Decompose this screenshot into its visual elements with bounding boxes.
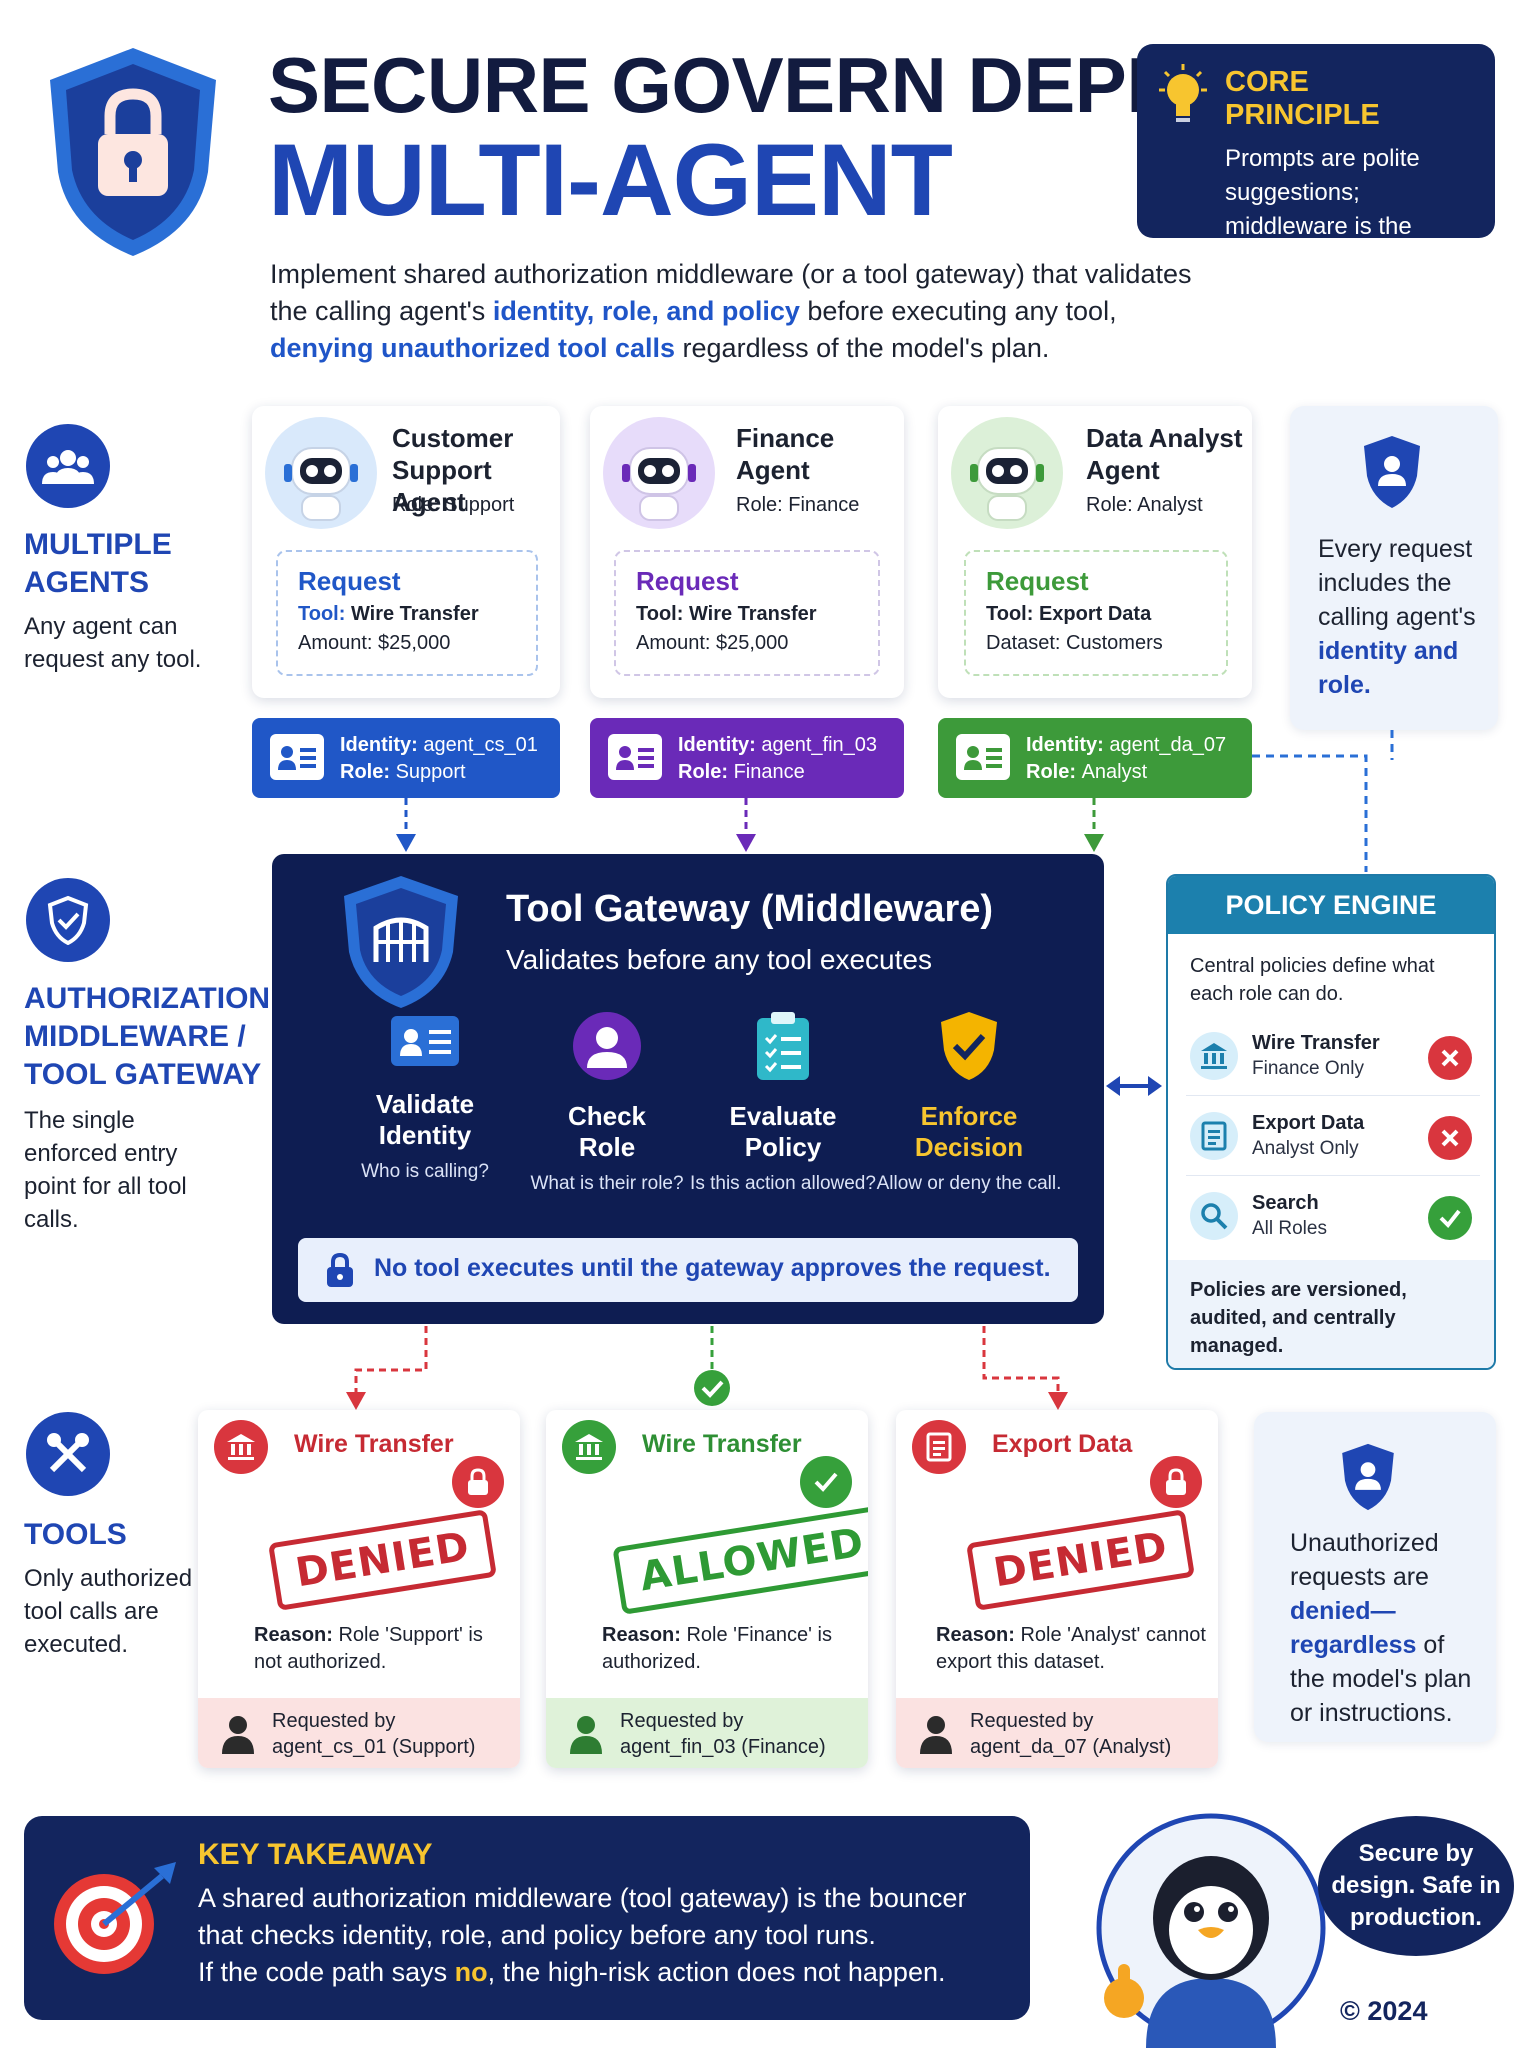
robot-avatar-icon — [948, 414, 1066, 537]
lock-icon — [324, 1252, 356, 1295]
header-shield-logo — [38, 42, 228, 262]
tool-gateway-panel: Tool Gateway (Middleware) Validates befo… — [272, 854, 1104, 1324]
robot-avatar-icon — [262, 414, 380, 537]
person-icon — [568, 1714, 604, 1754]
policy-engine-title: POLICY ENGINE — [1168, 876, 1494, 934]
bank-icon — [562, 1420, 616, 1474]
reason-text: Reason: Role 'Finance' is authorized. — [602, 1624, 832, 1673]
denied-stamp: DENIED — [268, 1509, 498, 1611]
core-principle-title: CORE PRINCIPLE — [1225, 66, 1380, 131]
user-shield-icon — [1360, 434, 1424, 515]
takeaway-title: KEY TAKEAWAY — [198, 1838, 433, 1871]
request-info-box: Every request includes the calling agent… — [1290, 406, 1498, 730]
bank-icon — [214, 1420, 268, 1474]
document-icon — [1190, 1112, 1238, 1160]
tool-card-wire-transfer-allowed: Wire Transfer ALLOWED Reason: Role 'Fina… — [546, 1410, 868, 1768]
agent-role: Role: Finance — [736, 494, 860, 516]
id-card-icon — [956, 734, 1010, 780]
penguin-mascot — [1086, 1808, 1336, 2048]
user-shield-icon — [1338, 1442, 1398, 1517]
agent-role: Role: Support — [392, 494, 515, 516]
copyright: © 2024 — [1340, 1996, 1428, 2026]
clipboard-icon — [753, 1012, 813, 1086]
deny-x-icon — [1428, 1116, 1472, 1160]
allowed-stamp: ALLOWED — [612, 1505, 868, 1615]
identity-badge-finance: Identity: agent_fin_03 Role: Finance — [590, 718, 904, 798]
group-icon — [26, 424, 110, 508]
tool-card-export-data-denied: Export Data DENIED Reason: Role 'Analyst… — [896, 1410, 1218, 1768]
agent-role: Role: Analyst — [1086, 494, 1203, 516]
title-line-1: SECURE GOVERN DEPLOY — [268, 41, 1286, 129]
tool-card-wire-transfer-denied: Wire Transfer DENIED Reason: Role 'Suppo… — [198, 1410, 520, 1768]
gateway-approval-banner: No tool executes until the gateway appro… — [298, 1238, 1078, 1302]
bank-icon — [1190, 1032, 1238, 1080]
document-icon — [912, 1420, 966, 1474]
agents-section-text: Any agent can request any tool. — [24, 613, 202, 673]
middleware-section-text: The single enforced entry point for all … — [24, 1107, 187, 1233]
requested-by: Requested by agent_cs_01 (Support) — [198, 1698, 520, 1768]
requested-by: Requested by agent_da_07 (Analyst) — [896, 1698, 1218, 1768]
reason-text: Reason: Role 'Analyst' cannot export thi… — [936, 1624, 1206, 1673]
id-card-icon — [270, 734, 324, 780]
id-card-icon — [608, 734, 662, 780]
lightbulb-icon — [1155, 62, 1211, 137]
target-icon — [50, 1860, 180, 1985]
search-icon — [1190, 1192, 1238, 1240]
robot-avatar-icon — [600, 414, 718, 537]
policy-row-wire-transfer: Wire Transfer Finance Only — [1186, 1022, 1480, 1096]
shield-check-icon — [937, 1012, 1001, 1086]
person-icon — [918, 1714, 954, 1754]
lock-icon — [1150, 1456, 1202, 1508]
lock-icon — [452, 1456, 504, 1508]
allow-check-icon — [1428, 1196, 1472, 1240]
identity-badge-analyst: Identity: agent_da_07 Role: Analyst — [938, 718, 1252, 798]
title-line-2: MULTI-AGENT — [268, 123, 953, 237]
mascot-speech-bubble: Secure by design. Safe in production. — [1318, 1816, 1514, 1956]
id-card-icon — [389, 1016, 461, 1074]
gateway-subtitle: Validates before any tool executes — [506, 944, 932, 975]
request-box: Request Tool: Wire Transfer Amount: $25,… — [614, 550, 880, 676]
check-icon — [800, 1456, 852, 1508]
tools-section-title: TOOLS — [24, 1518, 127, 1551]
core-principle-text: Prompts are polite suggestions; middlewa… — [1225, 145, 1420, 274]
takeaway-text: A shared authorization middleware (tool … — [198, 1883, 967, 1987]
tools-section-text: Only authorized tool calls are executed. — [24, 1565, 193, 1658]
gateway-title: Tool Gateway (Middleware) — [506, 888, 994, 930]
gate-shield-icon — [336, 872, 466, 1017]
intro-text: Implement shared authorization middlewar… — [270, 259, 1192, 363]
policy-engine-footer: Policies are versioned, audited, and cen… — [1168, 1260, 1494, 1368]
policy-engine-desc: Central policies define what each role c… — [1190, 955, 1435, 1005]
deny-x-icon — [1428, 1036, 1472, 1080]
user-icon — [571, 1012, 643, 1086]
denied-info-box: Unauthorized requests are denied— regard… — [1254, 1412, 1496, 1742]
requested-by: Requested by agent_fin_03 (Finance) — [546, 1698, 868, 1768]
request-box: Request Tool: Wire Transfer Amount: $25,… — [276, 550, 538, 676]
policy-engine-panel: POLICY ENGINE Central policies define wh… — [1166, 874, 1496, 1370]
policy-row-export-data: Export Data Analyst Only — [1186, 1102, 1480, 1176]
shield-check-icon — [26, 878, 110, 962]
identity-badge-support: Identity: agent_cs_01 Role: Support — [252, 718, 560, 798]
key-takeaway-panel: KEY TAKEAWAY A shared authorization midd… — [24, 1816, 1030, 2020]
person-icon — [220, 1714, 256, 1754]
reason-text: Reason: Role 'Support' is not authorized… — [254, 1624, 483, 1673]
denied-stamp: DENIED — [966, 1509, 1196, 1611]
tools-wrench-icon — [26, 1412, 110, 1496]
core-principle-box: CORE PRINCIPLE Prompts are polite sugges… — [1137, 44, 1495, 274]
request-box: Request Tool: Export Data Dataset: Custo… — [964, 550, 1228, 676]
policy-row-search: Search All Roles — [1186, 1182, 1480, 1256]
